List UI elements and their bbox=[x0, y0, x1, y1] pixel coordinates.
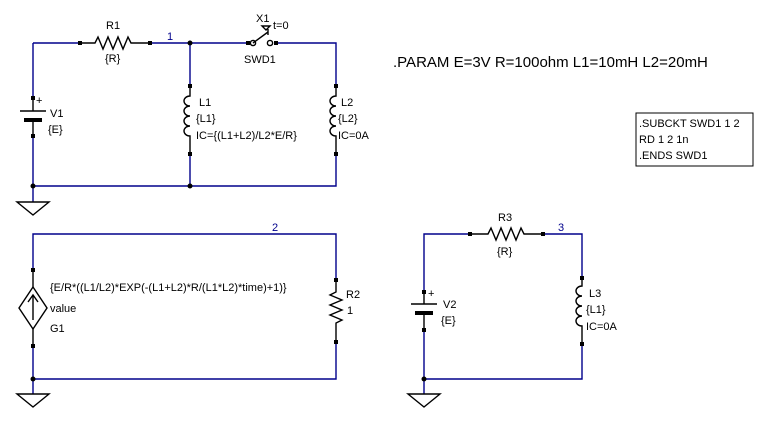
x1-name: X1 bbox=[256, 13, 269, 25]
r1-value: {R} bbox=[105, 53, 121, 65]
g1-type: value bbox=[50, 303, 76, 315]
r1-name: R1 bbox=[106, 20, 120, 32]
r3-value: {R} bbox=[497, 246, 513, 258]
l1-name: L1 bbox=[199, 97, 211, 109]
v1-polarity: + bbox=[36, 95, 42, 107]
net-label-1: 1 bbox=[167, 31, 173, 43]
l2-initial-condition: IC=0A bbox=[338, 130, 370, 142]
l3-name: L3 bbox=[589, 288, 601, 300]
current-source-g1[interactable] bbox=[18, 268, 48, 348]
l3-initial-condition: IC=0A bbox=[586, 321, 618, 333]
v1-name: V1 bbox=[50, 108, 63, 120]
circuit-3: 3 R3 {R} + V2 {E} L3 {L1} bbox=[406, 212, 618, 408]
junction-dot bbox=[187, 183, 193, 189]
voltage-source-v2[interactable] bbox=[411, 290, 437, 332]
inductor-l1[interactable] bbox=[183, 84, 192, 156]
x1-time-label: t=0 bbox=[273, 20, 289, 32]
l3-value: {L1} bbox=[586, 304, 606, 316]
v2-polarity: + bbox=[428, 288, 434, 300]
switch-x1[interactable] bbox=[246, 25, 278, 47]
resistor-r2[interactable] bbox=[328, 278, 344, 344]
circuit-2: 2 {E/R*((L1/L2)*EXP(-(L1+L2)*R/(L1*L2)*t… bbox=[15, 222, 360, 408]
r3-name: R3 bbox=[498, 212, 512, 224]
r2-value: 1 bbox=[347, 305, 353, 317]
junction-dot bbox=[421, 376, 427, 382]
junction-dot bbox=[30, 376, 36, 382]
circuit-1: R1 {R} 1 X1 t=0 SWD1 L1 {L1} IC={(L1+L2)… bbox=[15, 13, 370, 216]
wire bbox=[32, 233, 337, 280]
param-statement: .PARAM E=3V R=100ohm L1=10mH L2=20mH bbox=[393, 54, 708, 71]
wire bbox=[276, 42, 337, 86]
wire bbox=[32, 136, 337, 187]
wire bbox=[423, 233, 470, 292]
inductor-l3[interactable] bbox=[575, 276, 584, 346]
v2-value: {E} bbox=[441, 315, 456, 327]
subckt-definition-box[interactable]: .SUBCKT SWD1 1 2 RD 1 2 1n .ENDS SWD1 bbox=[635, 112, 754, 167]
v1-value: {E} bbox=[48, 124, 63, 136]
subckt-line: RD 1 2 1n bbox=[639, 134, 689, 146]
ground-symbol[interactable] bbox=[15, 393, 51, 408]
net-label-3: 3 bbox=[558, 222, 564, 234]
wire bbox=[543, 233, 583, 278]
wire bbox=[32, 342, 337, 380]
x1-model: SWD1 bbox=[244, 54, 276, 66]
l2-value: {L2} bbox=[338, 113, 358, 125]
wire bbox=[423, 330, 583, 380]
v2-name: V2 bbox=[443, 299, 456, 311]
junction-dot bbox=[30, 183, 36, 189]
l1-value: {L1} bbox=[196, 113, 216, 125]
voltage-source-v1[interactable] bbox=[20, 96, 46, 138]
g1-name: G1 bbox=[50, 323, 65, 335]
l2-name: L2 bbox=[341, 97, 353, 109]
r2-name: R2 bbox=[346, 289, 360, 301]
net-label-2: 2 bbox=[272, 222, 278, 234]
subckt-line: .ENDS SWD1 bbox=[639, 150, 707, 162]
resistor-r1[interactable] bbox=[78, 35, 152, 51]
subckt-line: .SUBCKT SWD1 1 2 bbox=[639, 118, 740, 130]
g1-expression: {E/R*((L1/L2)*EXP(-(L1+L2)*R/(L1*L2)*tim… bbox=[50, 282, 287, 294]
l1-initial-condition: IC={(L1+L2)/L2*E/R} bbox=[196, 130, 297, 142]
ground-symbol[interactable] bbox=[15, 201, 51, 216]
ground-symbol[interactable] bbox=[406, 393, 442, 408]
inductor-l2[interactable] bbox=[329, 84, 338, 156]
resistor-r3[interactable] bbox=[468, 226, 545, 242]
junction-dot bbox=[187, 40, 193, 46]
